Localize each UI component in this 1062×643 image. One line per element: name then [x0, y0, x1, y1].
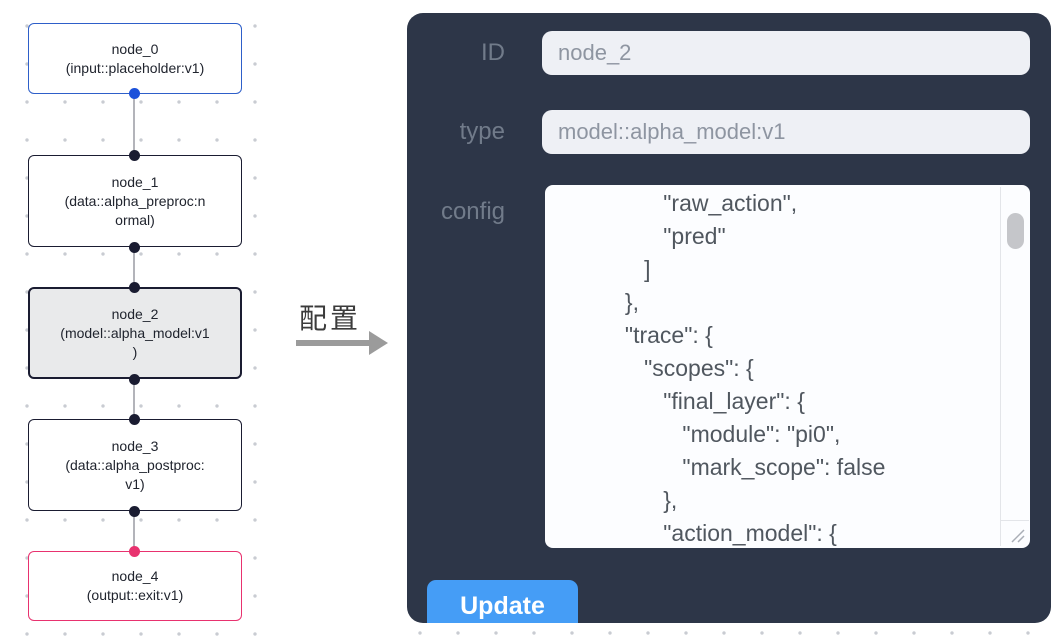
node3-target-handle[interactable] [129, 414, 140, 425]
configure-annotation-label: 配置 [299, 303, 362, 334]
node-type-line: ) [132, 343, 138, 360]
node2-target-handle[interactable] [129, 282, 140, 293]
id-input[interactable] [542, 31, 1030, 75]
flow-node-0[interactable]: node_0 (input::placeholder:v1) [28, 23, 242, 94]
flow-node-3[interactable]: node_3 (data::alpha_postproc: v1) [28, 419, 242, 511]
node2-source-handle[interactable] [129, 374, 140, 385]
node-title: node_3 [111, 437, 159, 454]
node1-source-handle[interactable] [129, 242, 140, 253]
node0-source-handle[interactable] [129, 88, 140, 99]
node1-target-handle[interactable] [129, 150, 140, 161]
flow-node-4[interactable]: node_4 (output::exit:v1) [28, 551, 242, 621]
id-field-label: ID [481, 39, 505, 66]
edge-node3-node4 [133, 511, 135, 551]
node-config-panel: ID type config "raw_action", "pred" ] },… [407, 13, 1051, 623]
flow-node-1[interactable]: node_1 (data::alpha_preproc:n ormal) [28, 155, 242, 247]
node3-source-handle[interactable] [129, 506, 140, 517]
config-field-label: config [440, 198, 505, 225]
edge-node0-node1 [133, 94, 135, 155]
node-title: node_4 [111, 568, 159, 584]
node-title: node_2 [111, 305, 159, 322]
flow-node-2-selected[interactable]: node_2 (model::alpha_model:v1 ) [28, 287, 242, 379]
config-textarea[interactable]: "raw_action", "pred" ] }, "trace": { "sc… [545, 185, 1030, 548]
node-type-line: (data::alpha_preproc:n [64, 192, 206, 209]
node-type-line: v1) [125, 475, 145, 492]
node-type-line: (model::alpha_model:v1 [60, 324, 210, 341]
configure-arrow-icon [296, 340, 370, 346]
flow-canvas[interactable]: node_0 (input::placeholder:v1) node_1 (d… [0, 0, 272, 643]
config-json-content: "raw_action", "pred" ] }, "trace": { "sc… [624, 190, 886, 546]
node-type-line: (data::alpha_postproc: [65, 456, 205, 473]
type-field-label: type [459, 118, 505, 145]
configure-arrow-head-icon [369, 331, 388, 355]
type-input[interactable] [542, 110, 1030, 154]
node-type-line: ormal) [115, 211, 155, 228]
edge-node2-node3 [133, 379, 135, 419]
node-type-line: (input::placeholder:v1) [65, 59, 205, 76]
node-type-line: (output::exit:v1) [86, 587, 184, 603]
node4-target-handle[interactable] [129, 546, 140, 557]
update-button[interactable]: Update [427, 580, 578, 623]
node-title: node_1 [111, 173, 159, 190]
scrollbar-track-bottom-border [1001, 520, 1029, 521]
resize-grip-icon[interactable] [1010, 528, 1026, 544]
edge-node1-node2 [133, 247, 135, 287]
scrollbar-track-border [1000, 187, 1001, 546]
node-title: node_0 [111, 40, 159, 57]
panel-canvas[interactable]: ID type config "raw_action", "pred" ] },… [395, 0, 1062, 643]
scrollbar-thumb[interactable] [1007, 213, 1024, 249]
